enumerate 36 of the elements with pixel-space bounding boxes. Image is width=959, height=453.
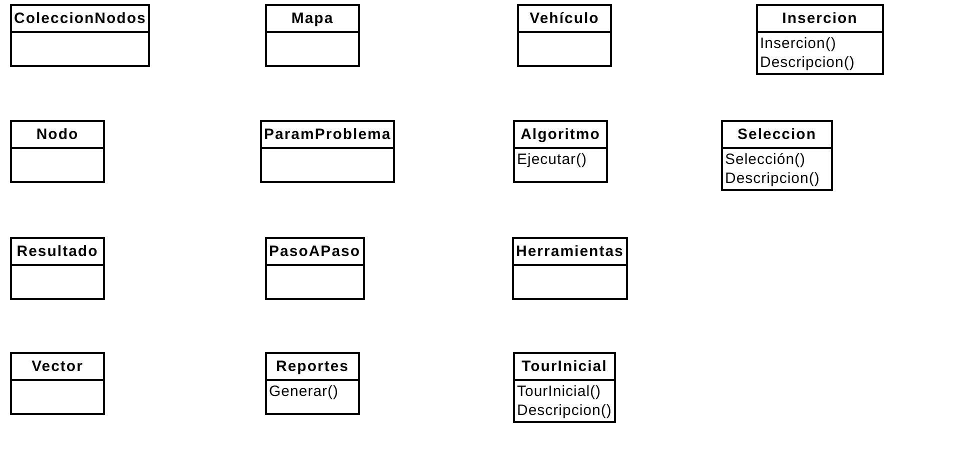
class-name: Vehículo: [519, 6, 610, 33]
class-name: Reportes: [267, 354, 358, 381]
class-box: [10, 352, 105, 415]
class-name: Seleccion: [723, 122, 831, 149]
class-name: Mapa: [267, 6, 358, 33]
class-box: [517, 4, 612, 67]
method-text: Generar(): [269, 382, 340, 401]
class-name: PasoAPaso: [267, 239, 363, 266]
class-name: Insercion: [758, 6, 882, 33]
class-name: TourInicial: [515, 354, 614, 381]
method-text: Ejecutar(): [517, 150, 588, 169]
class-box: [513, 120, 608, 183]
class-box: [265, 237, 365, 300]
class-name: Algoritmo: [515, 122, 606, 149]
class-box: [10, 4, 150, 67]
class-box: [265, 4, 360, 67]
method-text: Descripcion(): [760, 53, 856, 72]
method-text: Selección(): [725, 150, 807, 169]
class-name: Vector: [12, 354, 103, 381]
method-text: Descripcion(): [725, 169, 821, 188]
class-box: [512, 237, 628, 300]
class-name: Resultado: [12, 239, 103, 266]
class-box: [721, 120, 833, 191]
method-text: Descripcion(): [517, 401, 612, 420]
class-box: [10, 120, 105, 183]
method-text: Insercion(): [760, 34, 838, 53]
class-name: Herramientas: [514, 239, 626, 266]
class-name: Nodo: [12, 122, 103, 149]
class-box: [265, 352, 360, 415]
class-name: ParamProblema: [262, 122, 394, 149]
class-box: [260, 120, 396, 183]
class-name: ColeccionNodos: [12, 6, 148, 33]
method-text: TourInicial(): [517, 382, 602, 401]
class-box: [756, 4, 884, 75]
class-box: [513, 352, 616, 423]
class-box: [10, 237, 105, 300]
